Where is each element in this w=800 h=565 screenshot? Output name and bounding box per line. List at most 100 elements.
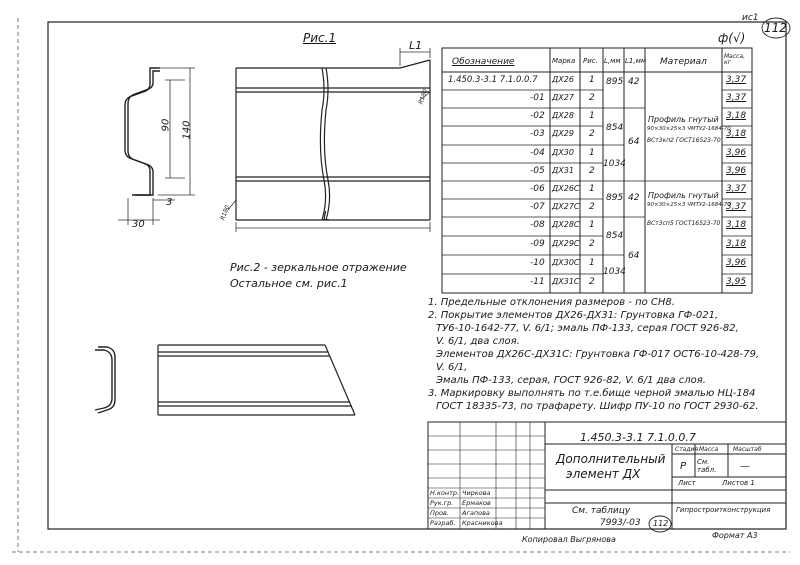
header-mass: Масса, кг: [724, 53, 746, 66]
fig1-elevation-dims: [227, 48, 431, 232]
row-mass: 3,18: [726, 129, 747, 139]
note-2-line3: V. 6/1, два слоя.: [436, 336, 520, 347]
row-mass: 3,96: [726, 258, 747, 268]
header-l1: L1,мм: [625, 57, 647, 65]
fig2-caption-rest: Остальное см. рис.1: [230, 277, 348, 290]
spec-table-rows: [442, 89, 752, 275]
l-value-3: 1034: [603, 159, 626, 169]
title-block-grid: [427, 421, 787, 530]
row-fig: 2: [589, 202, 595, 212]
drawing-title-line2: элемент ДХ: [566, 467, 641, 481]
row-mass: 3,96: [726, 166, 747, 176]
fig2-elevation: [157, 344, 356, 416]
row-mass: 3,95: [726, 277, 747, 287]
stage-value: Р: [680, 461, 687, 472]
signature-role: Н.контр.: [430, 489, 460, 497]
material-1-line2: 90×30×25×3 ЧМТУ2-1684-70: [647, 126, 731, 132]
l1-value-2: 64: [628, 137, 640, 147]
l-value-2: 854: [606, 123, 624, 133]
row-mass: 3,96: [726, 148, 747, 158]
row-fig: 1: [589, 184, 595, 194]
fig1-elevation: [235, 59, 431, 221]
header-mark: Марка: [552, 57, 576, 65]
mass-label: Масса: [699, 446, 719, 453]
mass-value: См. табл.: [697, 458, 717, 475]
row-designation: -09: [530, 239, 545, 249]
row-designation: -03: [530, 129, 545, 139]
row-designation: 1.450.3-3.1 7.1.0.0.7: [448, 75, 538, 85]
note-3-line1: 3. Маркировку выполнять по т.е.бище черн…: [428, 388, 756, 399]
row-mass: 3,18: [726, 220, 747, 230]
spec-table-grid: [441, 47, 753, 294]
row-mark: ДХ31С: [552, 277, 580, 286]
sheet-frame: [47, 21, 787, 530]
row-mass: 3,37: [726, 75, 747, 85]
signature-name: Красникова: [462, 519, 503, 527]
fig1-dim-30: 30: [132, 219, 145, 230]
note-2-line6: Эмаль ПФ-133, серая, ГОСТ 926-82, V. 6/1…: [436, 375, 706, 386]
fig2-profile: [94, 346, 116, 414]
corner-mark: ис1: [742, 13, 759, 23]
row-fig: 2: [589, 277, 595, 287]
header-l: L,мм: [604, 57, 621, 65]
note-2-line1: 2. Покрытие элементов ДХ26-ДХ31: Грунтов…: [428, 310, 719, 321]
l1-value-4: 64: [628, 251, 640, 261]
row-designation: -05: [530, 166, 545, 176]
material-1-line1: Профиль гнутый: [648, 115, 719, 124]
header-fig: Рис.: [583, 57, 598, 65]
fig1-dim-90: 90: [160, 118, 172, 132]
signature-name: Агапова: [462, 509, 490, 517]
organization: Гипростроитконструкция: [676, 506, 771, 514]
row-mark: ДХ28С: [552, 220, 580, 229]
scale-value: —: [740, 461, 750, 472]
l1-value-3: 42: [628, 193, 640, 203]
row-mass: 3,18: [726, 239, 747, 249]
row-mark: ДХ31: [552, 166, 574, 175]
row-designation: -08: [530, 220, 545, 230]
row-mark: ДХ30С: [552, 258, 580, 267]
signature-role: Рук.гр.: [430, 499, 454, 507]
row-designation: -04: [530, 148, 545, 158]
row-designation: -06: [530, 184, 545, 194]
row-fig: 1: [589, 111, 595, 121]
row-fig: 1: [589, 148, 595, 158]
note-2-line4: Элементов ДХ26С-ДХ31С: Грунтовка ГФ-017 …: [436, 349, 760, 360]
l-value-5: 854: [606, 231, 624, 241]
fig1-title: Рис.1: [303, 31, 337, 45]
fig1-dimension-lines: [118, 67, 195, 225]
note-3-line2: ГОСТ 18335-73, по трафарету. Шифр ПУ-10 …: [436, 401, 759, 412]
row-designation: -07: [530, 202, 545, 212]
fig1-dim-3: 3: [166, 197, 173, 208]
signature-role: Разраб.: [430, 519, 456, 527]
row-fig: 1: [589, 75, 595, 85]
page-circle-outline: [648, 515, 672, 533]
header-designation: Обозначение: [452, 57, 515, 67]
material-2-line3: ВСт3сп5 ГОСТ16523-70: [647, 220, 721, 227]
note-1: 1. Предельные отклонения размеров - по С…: [428, 297, 675, 308]
material-2-line2: 90×30×25×3 ЧМТУ2-1684-70: [647, 202, 731, 208]
fig1-dim-l: L: [323, 209, 330, 223]
row-mass: 3,18: [726, 111, 747, 121]
check-mark: ф(√): [718, 31, 746, 45]
row-fig: 2: [589, 166, 595, 176]
row-fig: 2: [589, 93, 595, 103]
format-label: Формат А3: [712, 531, 758, 540]
fig2-caption: Рис.2 - зеркальное отражение: [230, 261, 407, 274]
header-material: Материал: [660, 57, 707, 67]
sheets-label: Листов 1: [722, 479, 755, 487]
row-fig: 2: [589, 129, 595, 139]
fig1-profile: [124, 67, 160, 196]
note-2-line2: ТУ6-10-1642-77, V. 6/1; эмаль ПФ-133, се…: [436, 323, 739, 334]
material-2-line1: Профиль гнутый: [648, 191, 719, 200]
page-number: 112: [764, 21, 787, 35]
title-block-sign-grid: [428, 422, 545, 529]
row-fig: 1: [589, 220, 595, 230]
drawing-code: 1.450.3-3.1 7.1.0.0.7: [580, 431, 696, 444]
sheet-label: Лист: [678, 479, 696, 487]
row-mark: ДХ29: [552, 129, 574, 138]
signature-role: Пров.: [430, 509, 449, 517]
stage-label: Стадия: [675, 446, 699, 453]
scale-label: Масштаб: [733, 446, 762, 453]
l-value-1: 895: [606, 77, 624, 87]
row-mark: ДХ27С: [552, 202, 580, 211]
